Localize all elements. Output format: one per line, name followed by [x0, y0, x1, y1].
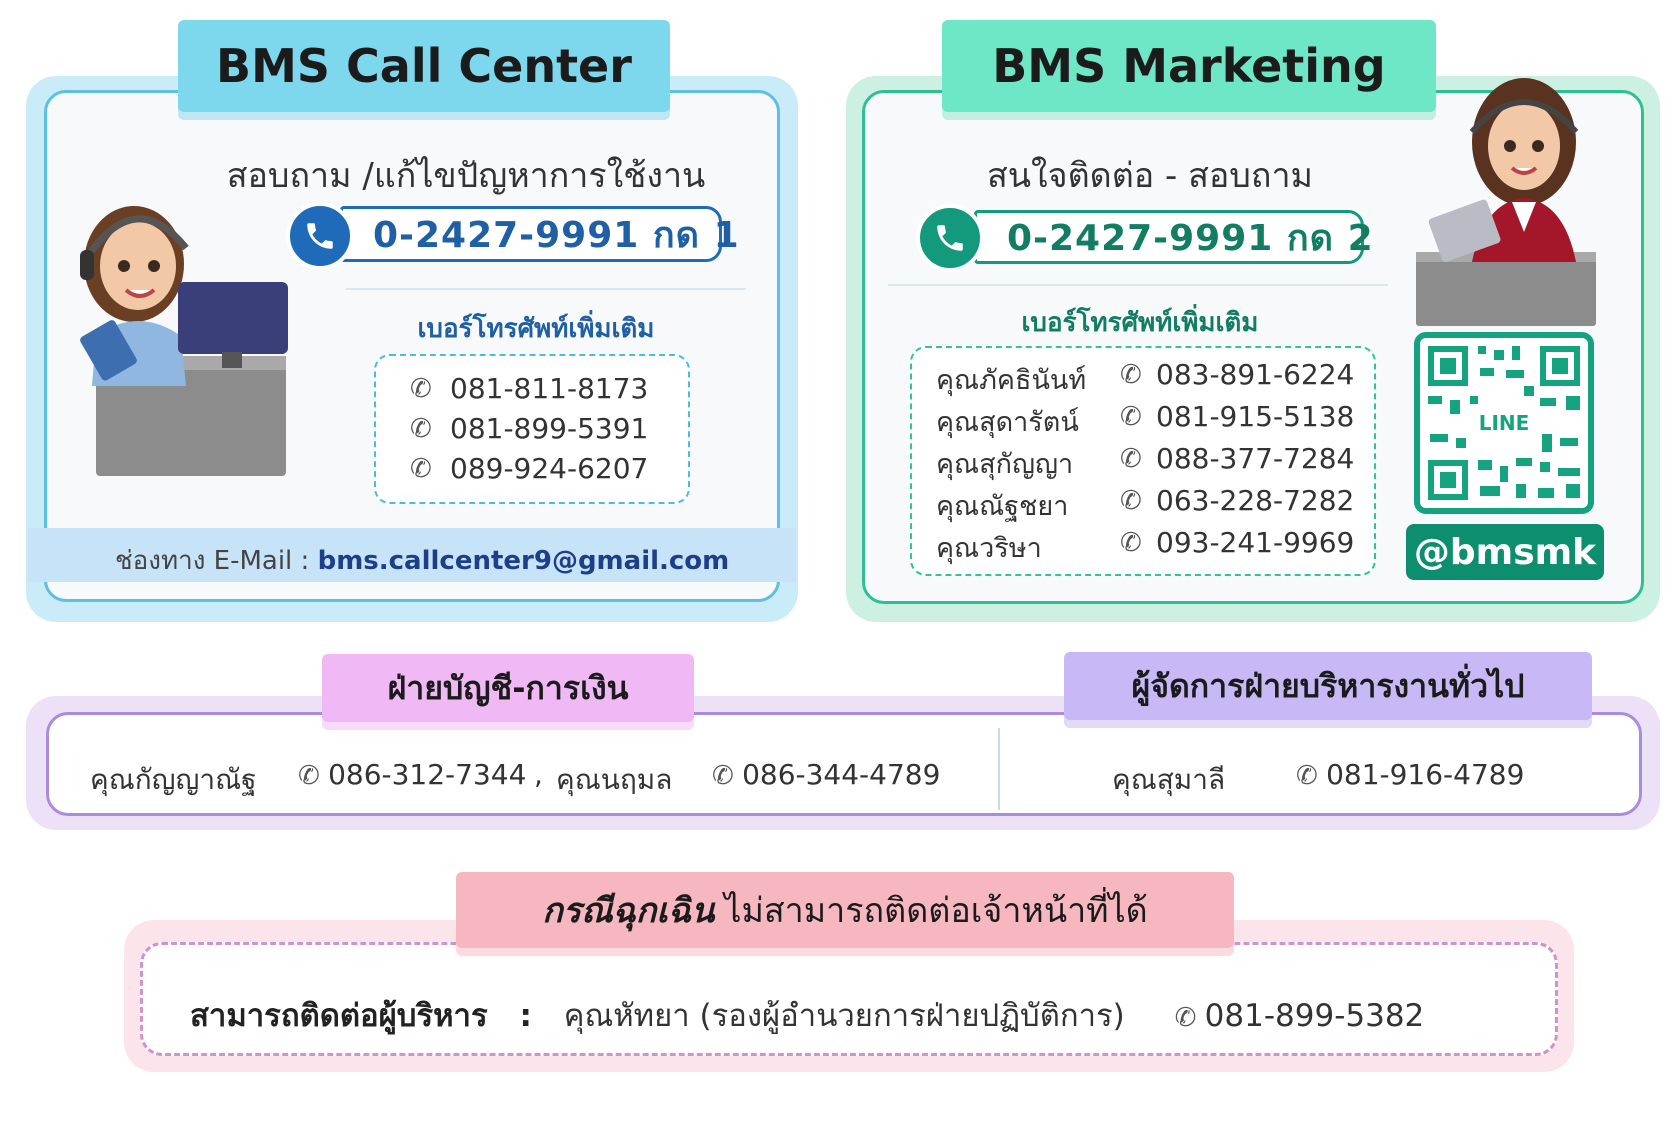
phone-icon: ✆ [1120, 443, 1142, 474]
emergency-inner-panel [140, 942, 1558, 1056]
manager-phone[interactable]: ✆ 081-916-4789 [1296, 758, 1525, 791]
marketing-title: BMS Marketing [942, 20, 1436, 112]
marketing-contact-phone[interactable]: ✆ 083-891-6224 [1120, 358, 1355, 391]
line-id-badge[interactable]: @bmsmk [1406, 524, 1604, 580]
call-center-extra-number[interactable]: ✆ 089-924-6207 [410, 452, 649, 485]
phone-icon: ✆ [410, 373, 432, 404]
call-center-main-phone[interactable]: 0-2427-9991 กด 1 [340, 206, 739, 262]
emergency-label: สามารถติดต่อผู้บริหาร [190, 998, 488, 1034]
phone-icon: ✆ [298, 761, 329, 791]
phone-icon: ✆ [1296, 761, 1327, 791]
manager-name: คุณสุมาลี [1112, 763, 1226, 796]
accounting-contact2-name: คุณนฤมล [556, 763, 673, 796]
call-center-extra-number[interactable]: ✆ 081-899-5391 [410, 412, 649, 445]
phone-icon: ✆ [1120, 485, 1142, 516]
marketing-contact-name: คุณณัฐชยา [936, 491, 1069, 522]
emergency-contact: คุณหัทยา (รองผู้อำนวยการฝ่ายปฏิบัติการ) [563, 998, 1125, 1034]
phone-icon: ✆ [712, 761, 743, 791]
emergency-title-strong: กรณีฉุกเฉิน [542, 891, 715, 931]
call-center-extra-title: เบอร์โทรศัพท์เพิ่มเติม [417, 314, 655, 344]
emergency-title-rest: ไม่สามารถติดต่อเจ้าหน้าที่ได้ [724, 891, 1148, 931]
phone-icon: ✆ [1174, 1003, 1205, 1033]
email-link[interactable]: bms.callcenter9@gmail.com [317, 546, 730, 576]
marketing-extra-title: เบอร์โทรศัพท์เพิ่มเติม [1021, 308, 1259, 338]
marketing-contact-name: คุณวริษา [936, 533, 1042, 564]
marketing-contact-name: คุณภัคธินันท์ [936, 365, 1087, 396]
phone-icon: ✆ [1120, 401, 1142, 432]
marketing-agent-illustration [1414, 72, 1604, 326]
email-bar [28, 528, 796, 582]
accounting-contact1-phone[interactable]: ✆ 086-312-7344 [298, 758, 527, 791]
marketing-main-phone-number: 0-2427-9991 กด 2 [1007, 217, 1374, 259]
marketing-contacts-box [910, 346, 1376, 576]
divider [998, 728, 1000, 810]
accounting-contact2-phone[interactable]: ✆ 086-344-4789 [712, 758, 941, 791]
manager-title: ผู้จัดการฝ่ายบริหารงานทั่วไป [1064, 652, 1592, 720]
call-center-email-line: ช่องทาง E-Mail : bms.callcenter9@gmail.c… [115, 540, 729, 581]
marketing-contact-phone[interactable]: ✆ 081-915-5138 [1120, 400, 1355, 433]
phone-icon [916, 204, 984, 272]
call-center-extra-numbers-box [374, 354, 690, 504]
email-label: ช่องทาง E-Mail : [115, 546, 310, 576]
call-center-subtitle: สอบถาม /แก้ไขปัญหาการใช้งาน [226, 156, 706, 196]
phone-icon: ✆ [410, 413, 432, 444]
phone-icon: ✆ [1120, 527, 1142, 558]
divider [888, 284, 1388, 286]
emergency-contact-line: สามารถติดต่อผู้บริหาร : คุณหัทยา (รองผู้… [190, 990, 1424, 1040]
phone-icon: ✆ [410, 453, 432, 484]
marketing-contact-name: คุณสุดารัตน์ [936, 407, 1079, 438]
accounting-separator: , [534, 758, 543, 791]
marketing-contact-phone[interactable]: ✆ 093-241-9969 [1120, 526, 1355, 559]
divider [346, 288, 746, 290]
accounting-title: ฝ่ายบัญชี-การเงิน [322, 654, 694, 722]
phone-icon [286, 202, 354, 270]
marketing-contact-name: คุณสุกัญญา [936, 449, 1074, 480]
call-center-title: BMS Call Center [178, 20, 670, 112]
marketing-contact-phone[interactable]: ✆ 088-377-7284 [1120, 442, 1355, 475]
call-center-main-phone-number: 0-2427-9991 กด 1 [373, 214, 740, 256]
marketing-subtitle: สนใจติดต่อ - สอบถาม [987, 156, 1313, 196]
phone-icon: ✆ [1120, 359, 1142, 390]
accounting-contact1-name: คุณกัญญาณัฐ [90, 763, 257, 796]
marketing-contact-phone[interactable]: ✆ 063-228-7282 [1120, 484, 1355, 517]
emergency-title: กรณีฉุกเฉิน ไม่สามารถติดต่อเจ้าหน้าที่ได… [456, 872, 1234, 948]
call-center-agent-illustration [66, 186, 306, 486]
marketing-main-phone[interactable]: 0-2427-9991 กด 2 [974, 210, 1373, 264]
emergency-colon: : [519, 998, 532, 1034]
qr-line-label: LINE [1479, 411, 1530, 435]
departments-inner-panel [46, 712, 1642, 816]
line-qr-code[interactable]: LINE [1414, 332, 1594, 514]
call-center-extra-number[interactable]: ✆ 081-811-8173 [410, 372, 649, 405]
emergency-phone[interactable]: ✆ 081-899-5382 [1174, 998, 1425, 1034]
